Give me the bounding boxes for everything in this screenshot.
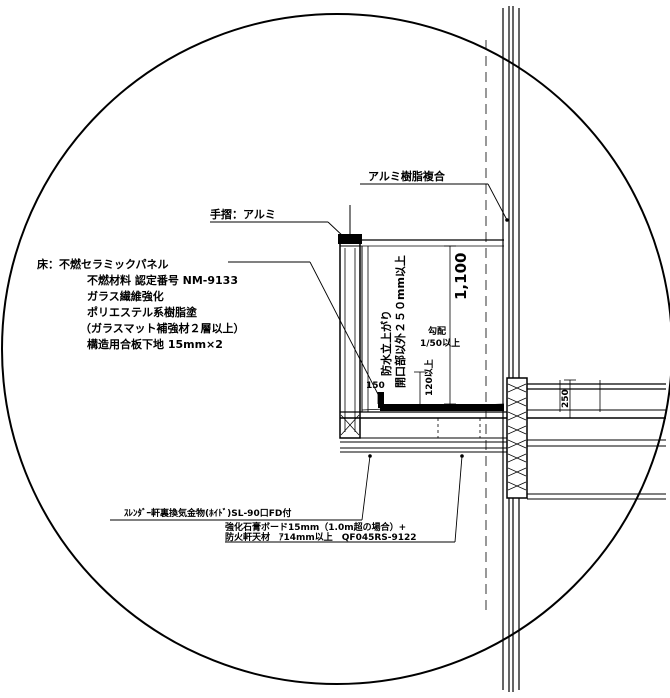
floor-spec-line5: （ガラスマット補強材２層以上）	[80, 321, 244, 335]
detail-circle	[1, 13, 670, 685]
gypsum-board-label: 強化石膏ボード15mm（1.0m超の場合）+	[225, 521, 406, 533]
slope-label: 勾配	[428, 325, 446, 337]
handrail-cap	[338, 234, 362, 244]
floor-title-label: 床：不燃セラミックパネル	[37, 257, 168, 271]
floor-spec-line4: ポリエステル系樹脂塗	[87, 305, 198, 319]
floor-spec-line6: 構造用合板下地 15mm×2	[87, 337, 223, 351]
floor-spec-line2: 不燃材料 認定番号 NM-9133	[87, 273, 238, 287]
opening-note-label: 開口部以外２５０mm以上	[393, 255, 407, 388]
floor-spec-line3: ガラス繊維強化	[87, 289, 164, 303]
handrail-label: 手摺：アルミ	[210, 207, 276, 221]
interior-floor	[527, 380, 666, 500]
leader-lines	[110, 183, 508, 543]
aluminum-resin-composite-label: アルミ樹脂複合	[368, 169, 446, 183]
dimension-lines	[377, 245, 576, 419]
fire-soffit-label: 防火軒天材 ｱ14mm以上 QF045RS-9122	[225, 531, 417, 543]
waterproof-rise-label: 防水立上がり	[379, 310, 393, 376]
wall-section-hatch	[506, 377, 528, 499]
exterior-wall	[485, 6, 520, 692]
floor-waterproof-finish	[380, 404, 504, 411]
dimension-150-label: 150	[366, 381, 385, 391]
balcony-slab	[340, 411, 507, 453]
dimension-1100-label: 1,100	[452, 253, 470, 300]
soffit-vent-label: ｽﾚﾝﾀﾞｰ軒裏換気金物(ﾎｲﾄﾞ)SL-90口FD付	[124, 507, 291, 519]
slope-ratio-label: 1/50以上	[420, 337, 460, 349]
dimension-250-label: 250	[561, 389, 571, 408]
dimension-120-label: 120以上	[423, 359, 435, 396]
